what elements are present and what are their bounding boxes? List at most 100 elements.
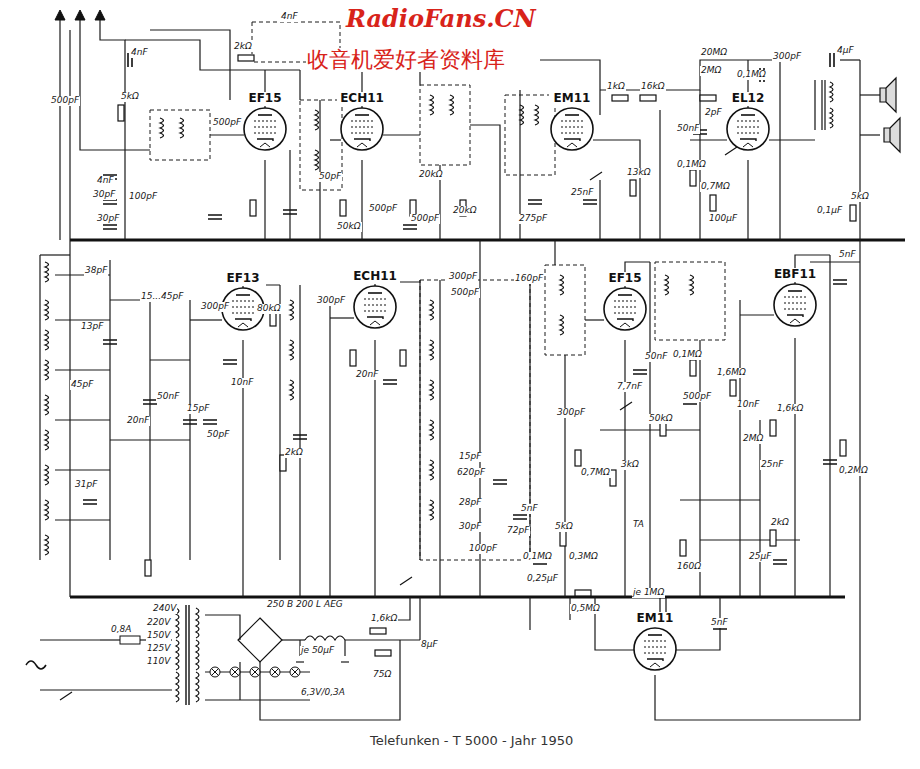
wire <box>599 180 600 240</box>
tube-grid <box>351 121 373 133</box>
component-value: 28pF <box>458 498 482 508</box>
component-value: 0,2MΩ <box>838 466 869 476</box>
component-value: 50nF <box>156 392 180 402</box>
resistor-symbol <box>560 530 566 546</box>
choke-symbol <box>305 636 345 640</box>
wire <box>289 150 290 240</box>
capacitor-symbol <box>103 225 117 229</box>
transformer-winding <box>830 82 833 102</box>
resistor-symbol <box>350 350 356 366</box>
component-value: 160pF <box>514 274 544 284</box>
wire <box>794 338 795 597</box>
wire <box>189 300 190 560</box>
tube-outline <box>634 628 676 670</box>
component-value: 0,1MΩ <box>522 552 553 562</box>
capacitor-symbol <box>283 210 297 214</box>
coil-symbol <box>535 105 539 125</box>
tube-envelope <box>549 106 595 152</box>
transformer-winding <box>176 672 179 702</box>
tube-anode <box>236 294 250 296</box>
tube-grid <box>614 301 636 313</box>
component-value: 31pF <box>74 480 98 490</box>
component-value: 30pF <box>458 522 482 532</box>
component-value: 125V <box>146 644 171 654</box>
shield-can <box>420 85 470 165</box>
component-value: 16kΩ <box>640 82 666 92</box>
wire <box>600 429 700 430</box>
coil-symbol <box>430 420 434 440</box>
coil-symbol <box>290 300 294 320</box>
tube-anode <box>618 294 632 296</box>
component-value: 7,7nF <box>616 382 643 392</box>
component-value: 500pF <box>368 204 398 214</box>
component-value: 50kΩ <box>336 222 362 232</box>
component-value: 500pF <box>50 96 80 106</box>
capacitor-symbol <box>103 200 117 204</box>
coil-symbol <box>560 315 564 335</box>
component-value: 100pF <box>128 192 158 202</box>
wire <box>330 139 341 140</box>
wire <box>205 615 240 640</box>
component-value: 0,7MΩ <box>580 468 611 478</box>
coil-symbol <box>430 300 434 320</box>
tube-cathode <box>257 139 273 141</box>
component-value: 100pF <box>468 544 498 554</box>
component-value: 620pF <box>456 468 486 478</box>
tube-label: EBF11 <box>771 268 820 282</box>
component-value: 300pF <box>772 52 802 62</box>
switch-contact <box>400 577 412 585</box>
capacitor-symbol <box>513 515 527 519</box>
tube-outline <box>551 108 593 150</box>
pilot-lamp <box>210 667 220 677</box>
antenna-terminal <box>55 10 65 20</box>
component-value: 50nF <box>644 352 668 362</box>
coil-symbol <box>180 118 184 138</box>
tube-envelope <box>772 282 818 328</box>
component-value: 10nF <box>736 400 760 410</box>
wire <box>740 314 774 315</box>
component-value: 1,6MΩ <box>716 368 747 378</box>
shield-can <box>300 100 342 190</box>
component-value: 20kΩ <box>452 206 478 216</box>
component-value: 500pF <box>450 288 480 298</box>
wire <box>585 319 604 320</box>
shield-can <box>655 262 725 340</box>
component-value: 20kΩ <box>418 170 444 180</box>
shield-can <box>545 265 585 355</box>
capacitor-symbol <box>83 500 97 504</box>
watermark: 收音机爱好者资料库 <box>306 48 506 72</box>
wire <box>296 661 304 662</box>
component-value: 2kΩ <box>284 448 304 458</box>
component-value: 0,3MΩ <box>568 552 599 562</box>
resistor-symbol <box>575 590 591 596</box>
component-value: 20nF <box>126 416 150 426</box>
tube-outline <box>354 286 396 328</box>
tube-heater <box>260 143 270 147</box>
tube-cathode <box>617 319 633 321</box>
tube-heater <box>743 143 753 147</box>
tube-anode <box>788 290 802 292</box>
tube-envelope <box>725 106 771 152</box>
transformer-core <box>186 605 189 705</box>
wire <box>655 597 860 720</box>
capacitor-symbol <box>633 370 647 374</box>
tube-anode <box>368 292 382 294</box>
component-value: je 1MΩ <box>632 588 665 598</box>
wire <box>100 639 120 640</box>
tube-outline <box>341 108 383 150</box>
coil-symbol <box>430 380 434 400</box>
wire <box>860 94 880 95</box>
tube: EF15 <box>602 272 648 332</box>
wire <box>439 280 440 597</box>
resistor-symbol <box>145 560 151 576</box>
component-value: 25µF <box>748 552 772 562</box>
component-value: 15pF <box>186 404 210 414</box>
wire <box>341 661 349 662</box>
tube-grid <box>561 121 583 133</box>
tube-cathode <box>235 319 251 321</box>
wire <box>344 640 345 656</box>
resistor-symbol <box>730 380 736 396</box>
component-value: 110V <box>146 657 171 667</box>
capacitor-symbol <box>833 280 847 284</box>
